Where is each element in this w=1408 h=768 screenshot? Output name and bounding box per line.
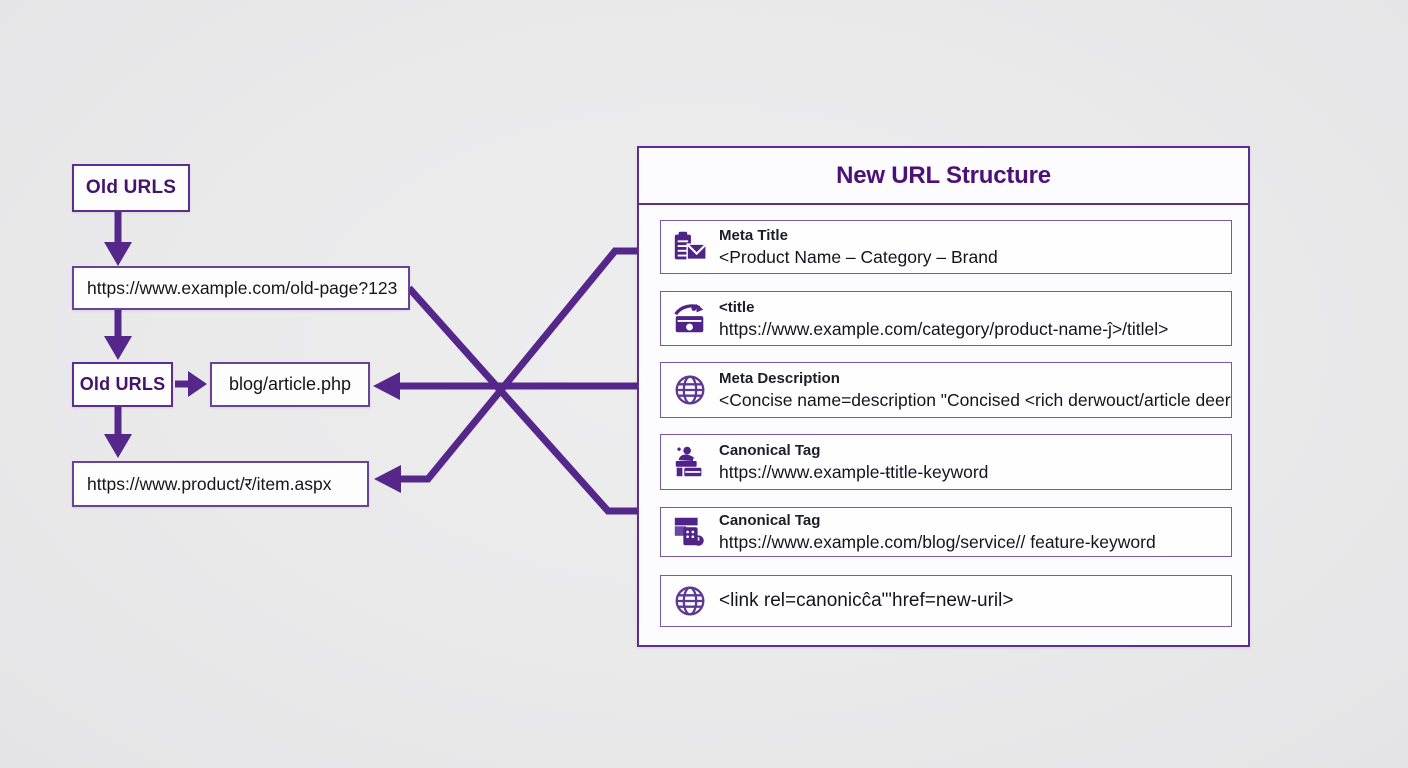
overlapping-windows-icon <box>670 513 710 551</box>
new-url-structure-panel: New URL Structure Meta Title <Product <box>637 146 1250 647</box>
row-label: Canonical Tag <box>719 512 821 529</box>
line-metatitle-to-item <box>400 247 637 483</box>
globe-icon <box>670 582 710 620</box>
clipboard-mail-icon <box>670 228 710 266</box>
row-value: https://www.example.com/category/product… <box>719 318 1169 339</box>
old-urls-label: Old URLS <box>79 374 166 394</box>
row-label: <title <box>719 298 755 316</box>
person-desk-icon <box>670 443 710 481</box>
row-label: Meta Title <box>719 227 788 244</box>
panel-row-link-rel: <link rel=canonicĉa"'href=new-uril> <box>660 575 1232 627</box>
blog-article-box: blog/article.php <box>210 362 370 407</box>
arrowhead-down-3 <box>104 434 132 458</box>
old-url-2-text: https://www.product/र/item.aspx <box>87 474 332 494</box>
old-url-box-1: https://www.example.com/old-page?123 <box>72 266 410 310</box>
old-urls-box-top: Old URLS <box>72 164 190 212</box>
panel-title: New URL Structure <box>836 161 1051 189</box>
arrowhead-down-2 <box>104 336 132 360</box>
old-url-1-text: https://www.example.com/old-page?123 <box>87 277 398 298</box>
panel-row-title-tag: <title https://www.example.com/category/… <box>660 291 1232 346</box>
globe-icon <box>670 371 710 409</box>
row-value: <Concise name=description "Concised <ric… <box>719 390 1231 410</box>
arrowhead-right-small <box>188 371 207 397</box>
arrowhead-left-blog <box>373 372 400 400</box>
panel-row-meta-title: Meta Title <Product Name – Category – Br… <box>660 220 1232 274</box>
old-url-box-2: https://www.product/र/item.aspx <box>72 461 369 507</box>
row-value: <Product Name – Category – Brand <box>719 247 998 267</box>
line-oldpage-to-canonical <box>406 285 637 515</box>
row-label: Canonical Tag <box>719 442 821 459</box>
row-value: https://www.example-ŧtitle-keyword <box>719 462 989 482</box>
arrowhead-left-item <box>374 465 401 493</box>
arrowhead-down-1 <box>104 242 132 266</box>
panel-row-canonical-1: Canonical Tag https://www.example-ŧtitle… <box>660 434 1232 490</box>
old-urls-box-mid: Old URLS <box>72 362 173 407</box>
row-value: <link rel=canonicĉa"'href=new-uril> <box>719 590 1014 611</box>
panel-header: New URL Structure <box>639 148 1248 205</box>
panel-row-meta-description: Meta Description <Concise name=descripti… <box>660 362 1232 418</box>
row-value: https://www.example.com/blog/service// f… <box>719 532 1156 552</box>
row-label: Meta Description <box>719 370 840 387</box>
blog-article-text: blog/article.php <box>228 374 352 394</box>
panel-row-canonical-2: Canonical Tag https://www.example.com/bl… <box>660 507 1232 557</box>
cash-box-swoosh-icon <box>670 300 710 338</box>
old-urls-label: Old URLS <box>85 177 177 198</box>
